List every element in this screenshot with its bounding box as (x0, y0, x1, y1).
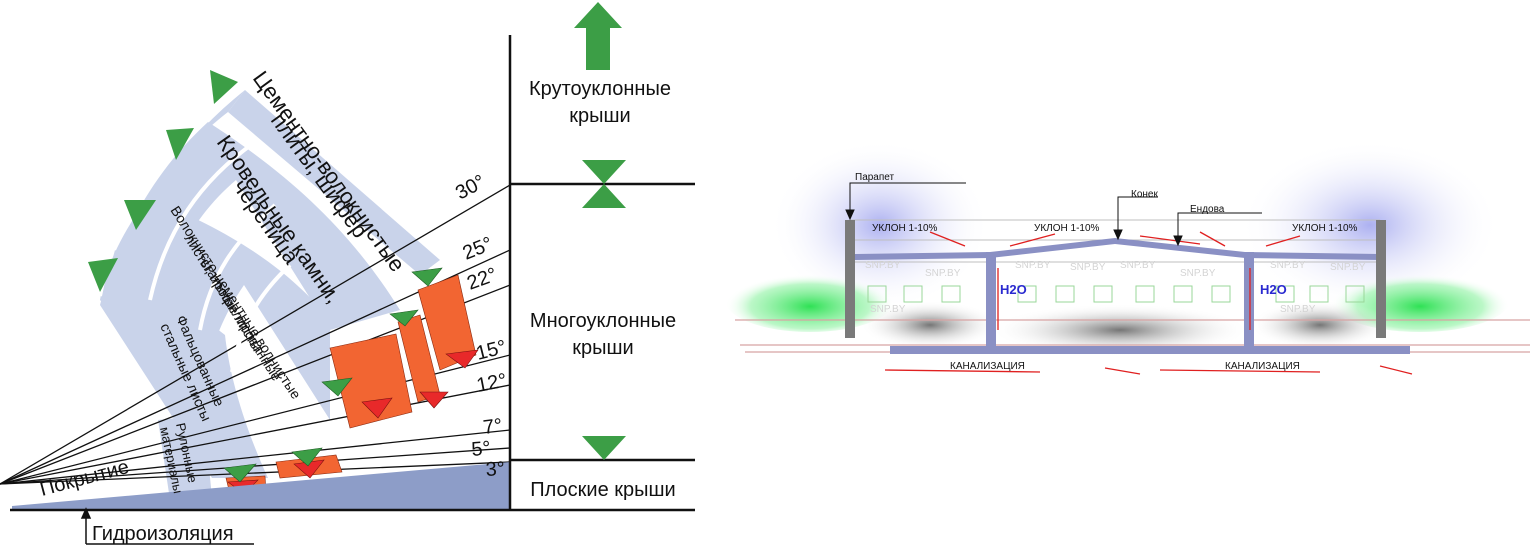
red-arrow-icon (419, 391, 449, 409)
angle-7: 7° (482, 415, 504, 439)
band-cement-fiber (228, 90, 440, 275)
valley-label: Ендова (1190, 204, 1225, 215)
zone-multi-label-1: Многоуклонные (530, 310, 676, 332)
watermark: SNP.BY (1270, 260, 1306, 271)
watermark: SNP.BY (1070, 262, 1106, 273)
band-corrugated (100, 198, 330, 420)
green-triangle-icon (166, 128, 194, 160)
range-corrugated (329, 333, 413, 429)
roof-slopes (855, 238, 1380, 260)
zone-arrows (574, 2, 626, 460)
zone-steep-label-2: крыши (569, 105, 630, 127)
watermark: SNP.BY (1180, 268, 1216, 279)
watermark: SNP.BY (1330, 262, 1366, 273)
axes (10, 35, 695, 512)
slope-label-right: УКЛОН 1-10% (1292, 223, 1358, 234)
callout-lines (845, 182, 1262, 247)
sewer-pipe (890, 346, 1410, 354)
max-slope-arrows (223, 267, 443, 483)
angle-12: 12° (475, 370, 509, 397)
downpipes (890, 252, 1410, 354)
watermark: SNP.BY (1015, 260, 1051, 271)
zone-steep-label-1: Крутоуклонные (529, 78, 671, 100)
green-triangle-icon (88, 258, 118, 292)
waterproofing-layer (12, 462, 510, 510)
water-label-right: H2O (1260, 282, 1287, 297)
up-arrow-icon (574, 2, 622, 70)
hourglass-top-icon (582, 160, 626, 184)
windows (867, 285, 1365, 303)
down-arrow-icon (582, 436, 626, 460)
red-arrow-icon (361, 397, 393, 419)
sewer-label-left: КАНАЛИЗАЦИЯ (950, 361, 1025, 372)
green-arrow-icon (411, 267, 443, 287)
shadow-left (860, 301, 1000, 349)
zone-flat-label: Плоские крыши (530, 479, 675, 501)
waterproofing-pointer (80, 507, 254, 545)
green-triangle-icon (124, 200, 156, 230)
direction-arrows (88, 70, 238, 292)
slope-label-center: УКЛОН 1-10% (1034, 223, 1100, 234)
watermark: SNP.BY (1120, 260, 1156, 271)
watermark: SNP.BY (1280, 304, 1316, 315)
green-arrow-icon (389, 309, 419, 327)
green-triangle-icon (210, 70, 238, 104)
angle-30: 30° (452, 171, 489, 205)
hourglass-bottom-icon (582, 184, 626, 208)
range-cement-fiber (417, 274, 477, 371)
green-arrow-icon (321, 377, 353, 397)
roof-slope-diagram: Крутоуклонные крыши Многоуклонные крыши … (0, 2, 695, 545)
sewer-label-right: КАНАЛИЗАЦИЯ (1225, 361, 1300, 372)
watermark: SNP.BY (870, 304, 906, 315)
parapet-label: Парапет (855, 172, 895, 183)
waterproofing-label: Гидроизоляция (92, 523, 234, 545)
zone-multi-label-2: крыши (572, 337, 633, 359)
blue-haze-right (1240, 140, 1500, 310)
band-seamed (100, 250, 268, 478)
angle-15: 15° (474, 336, 509, 365)
downpipe-right (1244, 252, 1254, 347)
watermark: SNP.BY (925, 268, 961, 279)
slope-label-left: УКЛОН 1-10% (872, 223, 938, 234)
slope-flow-arrows (884, 231, 1413, 375)
slope-lines (0, 184, 511, 485)
shadow-center (990, 304, 1250, 356)
band-rolled (158, 415, 212, 500)
downpipe-left (986, 252, 996, 347)
ridge-label: Конек (1131, 189, 1158, 200)
shadow-right (1250, 301, 1390, 349)
red-arrow-icon (445, 349, 479, 369)
angle-25: 25° (460, 233, 496, 265)
green-arrow-icon (223, 463, 257, 483)
flat-roof-drainage-diagram: SNP.BY SNP.BY SNP.BY SNP.BY SNP.BY SNP.B… (725, 140, 1530, 375)
parapet-wall-right (1376, 220, 1386, 338)
water-label-left: H2O (1000, 282, 1027, 297)
angle-5: 5° (471, 437, 492, 461)
angle-3: 3° (485, 458, 505, 481)
green-arrow-icon (291, 447, 323, 467)
watermark: SNP.BY (865, 260, 901, 271)
watermarks: SNP.BY SNP.BY SNP.BY SNP.BY SNP.BY SNP.B… (865, 260, 1366, 315)
band-roof-tiles (103, 122, 400, 330)
parapet-wall-left (845, 220, 855, 338)
